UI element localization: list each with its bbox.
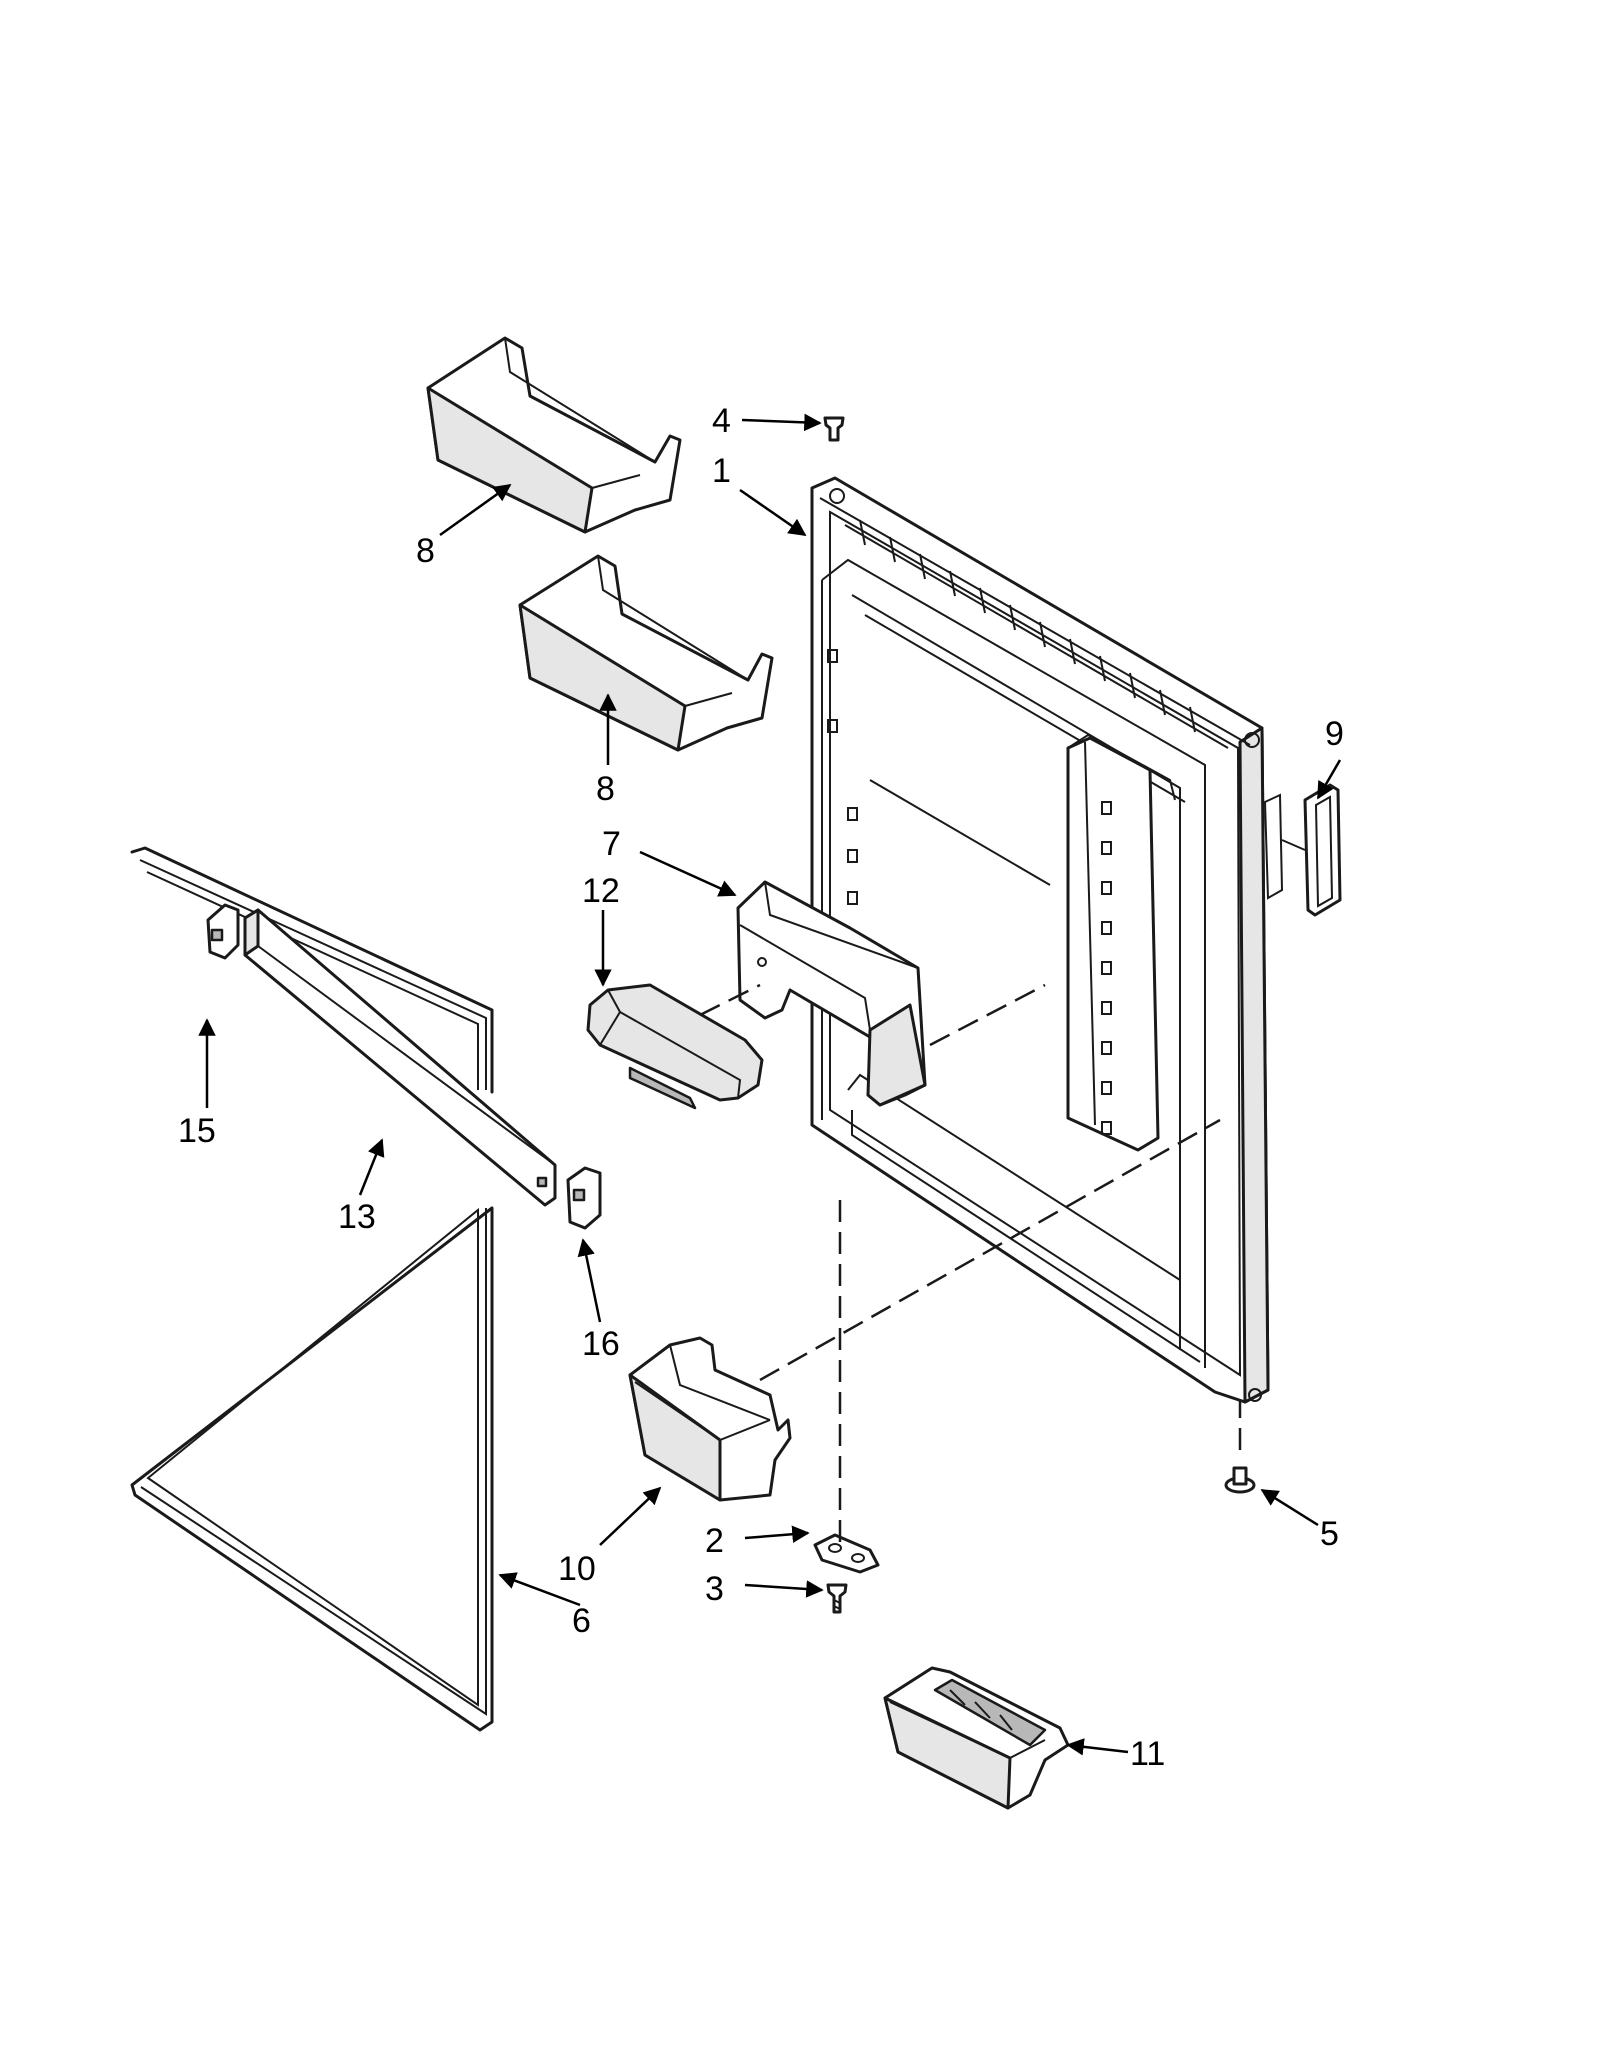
callout-12: 12 [582,872,620,910]
dairy-door-cover [586,983,764,1110]
door-handle [1303,783,1342,917]
callout-11: 11 [1130,1735,1165,1773]
handle-recess [1263,793,1284,900]
callout-15: 15 [178,1112,216,1150]
callout-9: 9 [1325,715,1344,753]
callout-arrows [198,413,1342,1756]
callout-13: 13 [338,1198,376,1236]
ice-bin [883,1666,1070,1810]
hinge-plate [813,1533,880,1574]
callout-2: 2 [705,1522,724,1560]
callout-labels: 4 1 8 8 9 7 12 15 13 16 10 2 3 6 5 11 [178,402,1344,1773]
door-bin-lower [518,554,774,752]
dairy-door-frame [736,880,927,1107]
hinge-bushing [1224,1466,1256,1494]
callout-1: 1 [712,452,731,490]
callout-4: 4 [712,402,731,440]
callout-7: 7 [602,825,621,863]
callout-8-lower: 8 [596,770,615,808]
callout-8-upper: 8 [416,532,435,570]
callout-3: 3 [705,1570,724,1608]
end-cap-left [206,903,240,960]
end-cap-right [566,1166,602,1230]
hinge-pin [823,416,845,442]
assembly-lines [699,983,1242,1545]
handle-leader [1281,839,1306,851]
callout-16: 16 [582,1325,620,1363]
shelf-trim-rail [243,908,557,1207]
hinge-screw [826,1583,848,1614]
refrigerator-door [810,476,1270,1404]
small-door-bin [628,1336,792,1502]
callout-5: 5 [1320,1515,1339,1553]
door-bin-upper [426,336,682,534]
callout-10: 10 [558,1550,596,1588]
callout-6: 6 [572,1602,591,1640]
